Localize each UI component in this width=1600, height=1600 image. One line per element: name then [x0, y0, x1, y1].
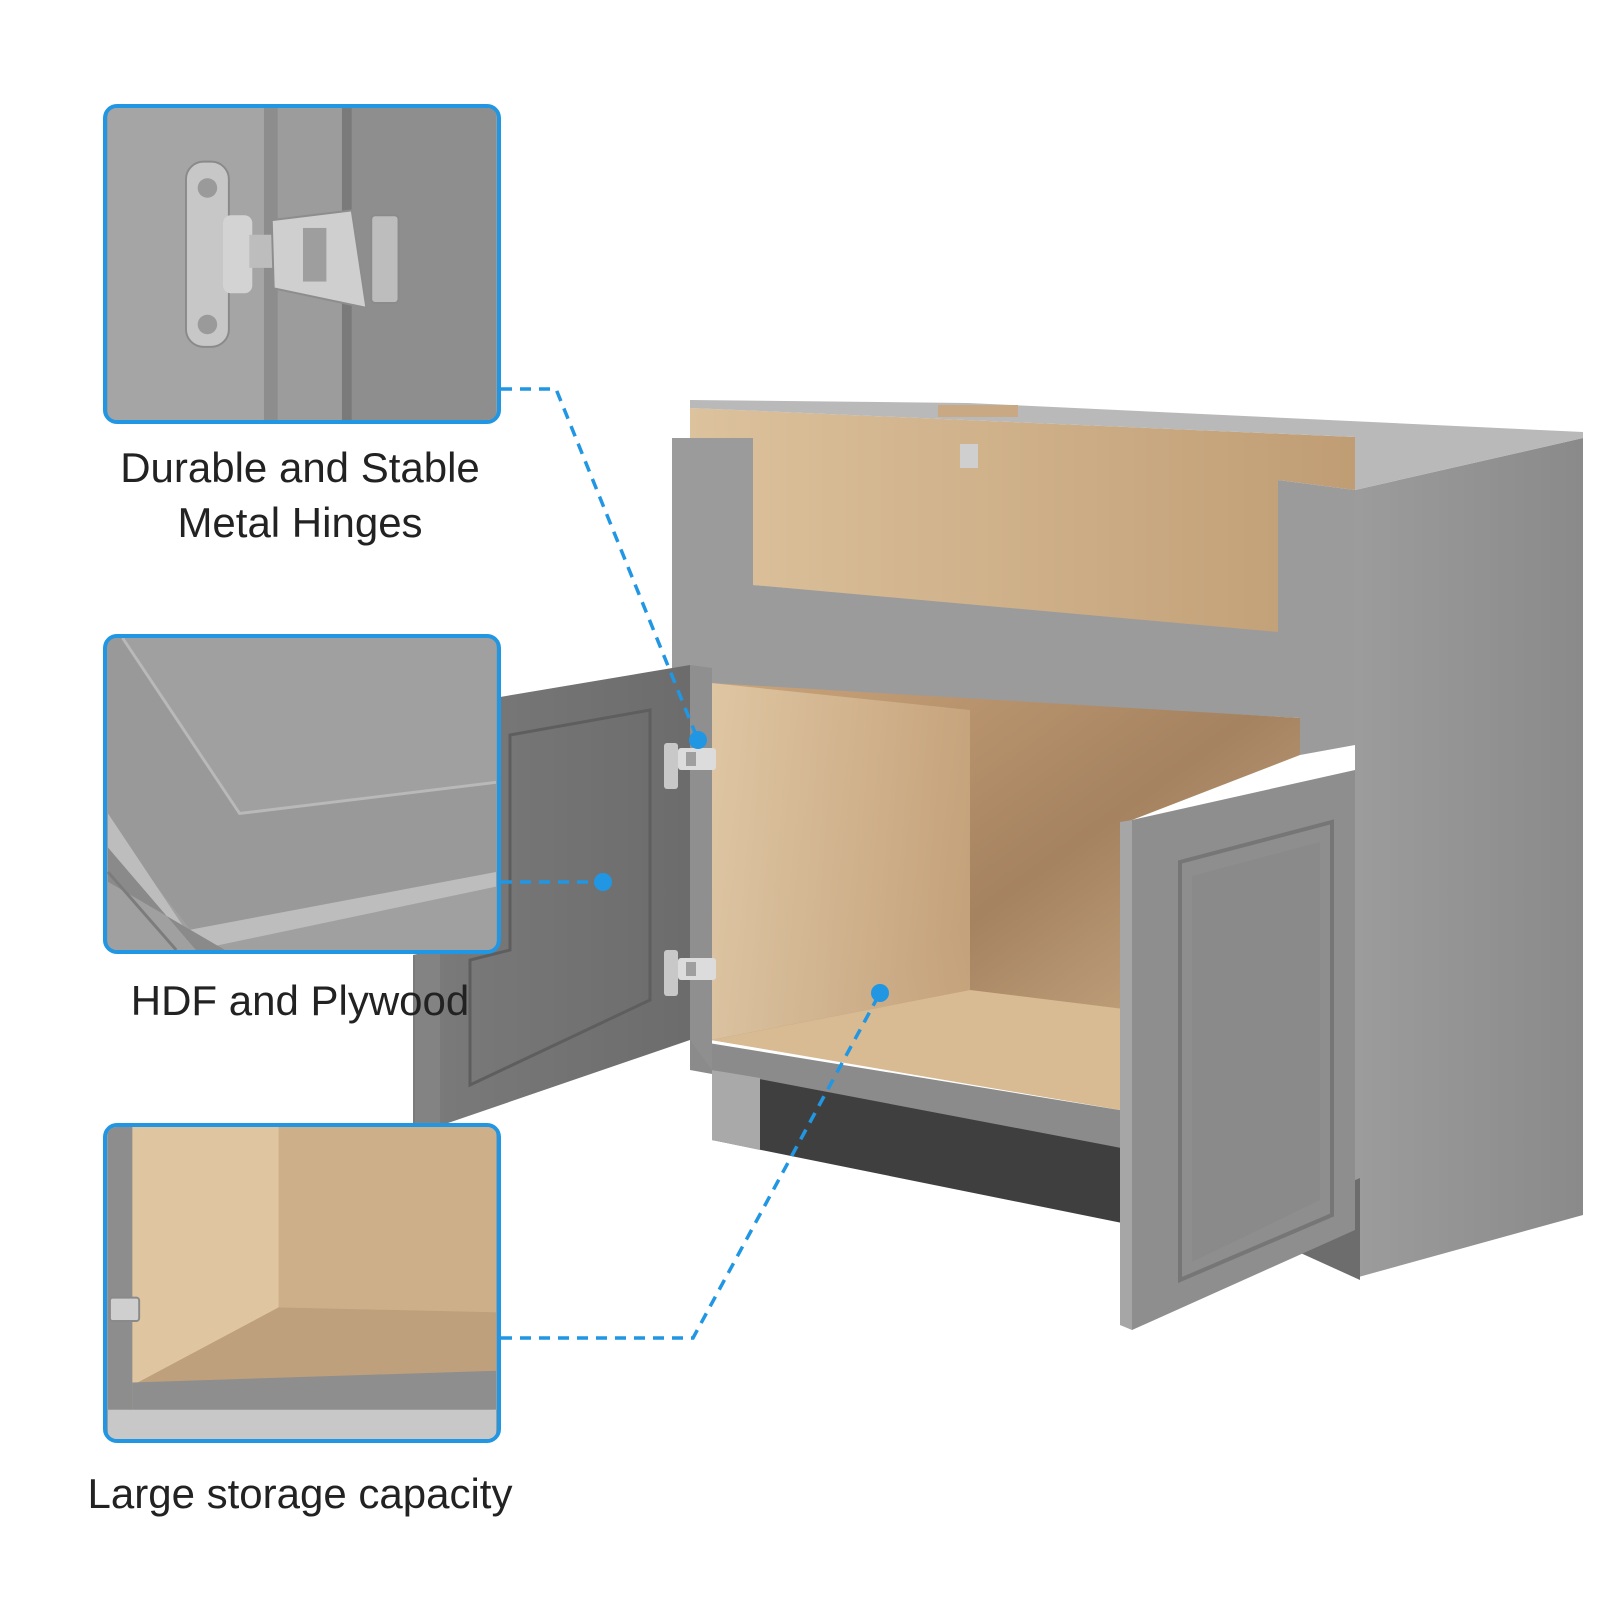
marker-material	[594, 873, 612, 891]
upper-interior	[690, 408, 1355, 635]
connector-storage	[501, 992, 882, 1340]
caption-storage: Large storage capacity	[87, 1470, 513, 1517]
right-door-panel-inner	[1192, 842, 1320, 1262]
base-kick-side	[712, 1070, 760, 1150]
connector-hinge	[501, 387, 700, 741]
base-kick	[712, 1070, 1132, 1225]
material-closeup	[103, 634, 501, 954]
caption-hinges-line2: Metal Hinges	[177, 499, 423, 546]
face-frame-bottom	[690, 1040, 1132, 1150]
hinge-lower	[664, 950, 716, 996]
cabinet-top-edge	[690, 400, 1583, 490]
marker-storage	[871, 984, 889, 1002]
mounting-bracket	[938, 405, 1018, 417]
caption-hinges: Durable and Stable Metal Hinges	[60, 440, 540, 550]
hinge-upper	[664, 743, 716, 789]
right-door-edge	[1120, 820, 1132, 1330]
lower-interior-left	[711, 683, 970, 1040]
right-door-panel	[1178, 819, 1334, 1284]
left-door-edge	[415, 950, 440, 1135]
caption-material: HDF and Plywood	[130, 977, 470, 1024]
face-frame-top	[672, 438, 1355, 755]
left-door-panel	[468, 708, 652, 1088]
marker-hinge	[689, 731, 707, 749]
mounting-clip	[960, 444, 978, 468]
left-door	[413, 665, 690, 1135]
hinge-closeup	[103, 104, 501, 424]
caption-hinges-line1: Durable and Stable	[120, 444, 480, 491]
lower-interior-floor	[711, 990, 1132, 1112]
storage-closeup	[103, 1123, 501, 1443]
cabinet-side-panel	[1355, 438, 1583, 1278]
